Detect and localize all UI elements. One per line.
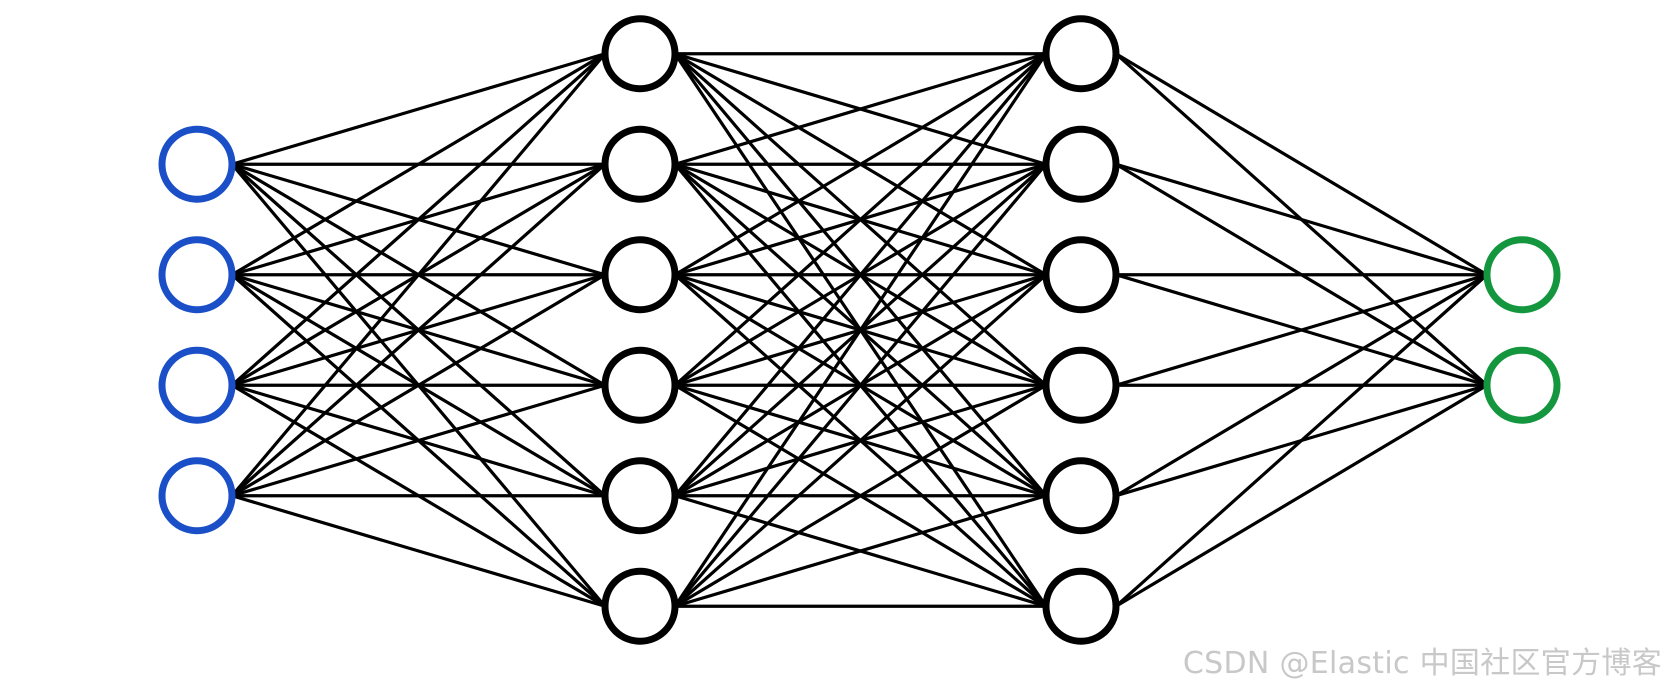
- neurons: [158, 15, 1561, 645]
- hidden2-node-6: [1042, 567, 1120, 645]
- hidden1-node-3: [601, 236, 679, 314]
- edge-l2-5-to-l3-0: [1114, 273, 1489, 608]
- edge-l1-5-to-l2-2: [673, 273, 1048, 608]
- edge-l1-5-to-l2-4: [673, 494, 1048, 608]
- watermark: CSDN @Elastic 中国社区官方博客: [1182, 646, 1662, 681]
- input-node-2: [158, 236, 236, 314]
- edge-l1-5-to-l2-1: [673, 162, 1048, 608]
- input-node-1: [158, 125, 236, 203]
- edge-l0-1-to-l1-0: [230, 52, 607, 277]
- connections: [230, 52, 1489, 608]
- output-node-2: [1483, 346, 1561, 424]
- hidden2-node-2: [1042, 125, 1120, 203]
- edge-l1-1-to-l2-0: [673, 52, 1048, 166]
- hidden2-node-3: [1042, 236, 1120, 314]
- hidden1-node-2: [601, 125, 679, 203]
- edge-l1-4-to-l2-0: [673, 52, 1048, 498]
- edge-l0-3-to-l1-1: [230, 162, 607, 498]
- edge-l2-3-to-l3-0: [1114, 273, 1489, 387]
- edge-l1-2-to-l2-0: [673, 52, 1048, 277]
- edge-l1-5-to-l2-3: [673, 383, 1048, 608]
- edge-l0-0-to-l1-0: [230, 52, 607, 166]
- hidden1-node-1: [601, 15, 679, 93]
- input-node-3: [158, 346, 236, 424]
- edge-l0-3-to-l1-3: [230, 383, 607, 498]
- edge-l0-2-to-l1-0: [230, 52, 607, 387]
- edge-l0-3-to-l1-5: [230, 494, 607, 608]
- hidden1-node-5: [601, 457, 679, 535]
- output-node-1: [1483, 236, 1561, 314]
- input-node-4: [158, 457, 236, 535]
- edge-l1-5-to-l2-0: [673, 52, 1048, 608]
- edge-l2-0-to-l3-0: [1114, 52, 1489, 277]
- hidden2-node-5: [1042, 457, 1120, 535]
- edge-l2-5-to-l3-1: [1114, 383, 1489, 608]
- hidden1-node-6: [601, 567, 679, 645]
- hidden1-node-4: [601, 346, 679, 424]
- edge-l2-1-to-l3-0: [1114, 162, 1489, 277]
- hidden2-node-4: [1042, 346, 1120, 424]
- edge-l1-3-to-l2-0: [673, 52, 1048, 387]
- edge-l0-3-to-l1-2: [230, 273, 607, 498]
- edge-l2-4-to-l3-0: [1114, 273, 1489, 498]
- edge-l0-3-to-l1-0: [230, 52, 607, 498]
- hidden2-node-1: [1042, 15, 1120, 93]
